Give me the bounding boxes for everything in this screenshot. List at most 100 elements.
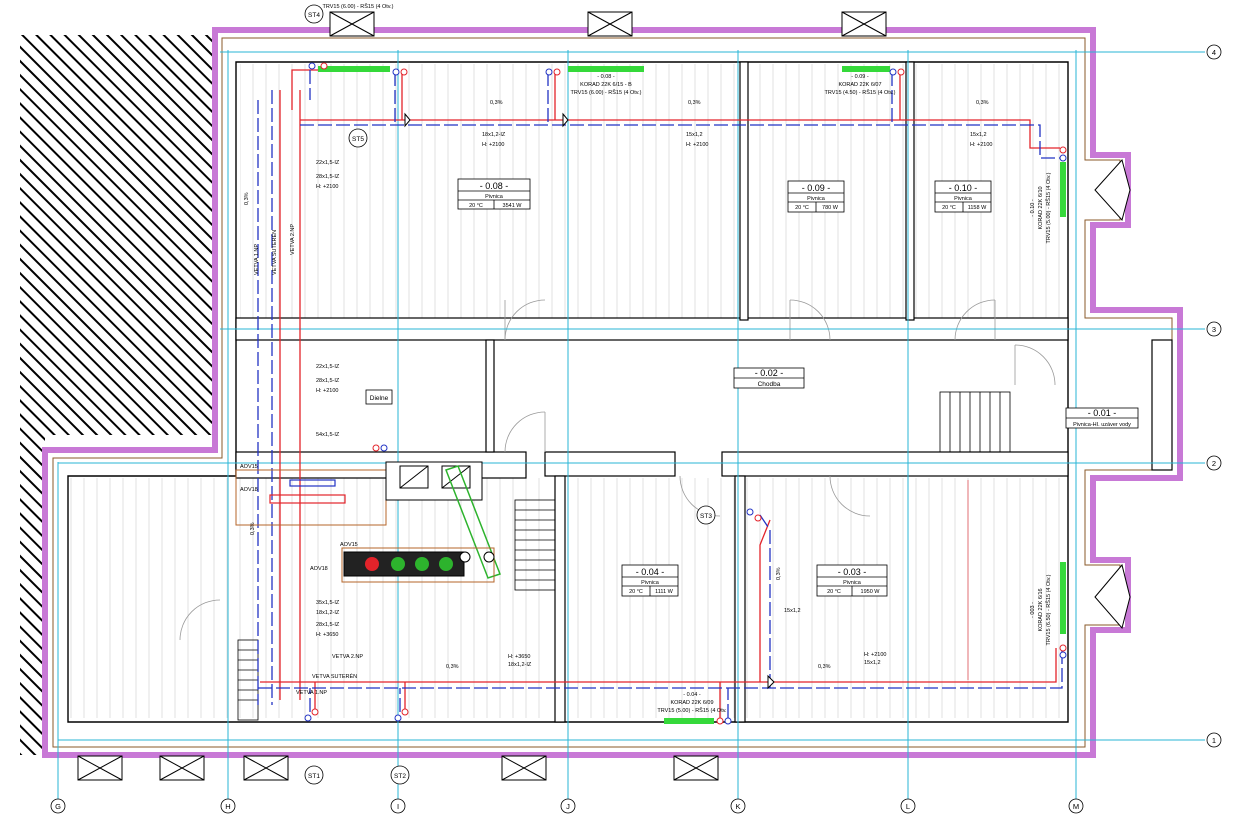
room-code-0-08: - 0.08 - [480,181,509,191]
pipe-height-c: H: +2100 [970,142,992,148]
slope-label-a: 0,3% [490,100,503,106]
radiator-code-0-08: - 0.08 - [597,74,615,80]
room-load-0-03: 1950 W [861,589,881,595]
radiator-code-0-04: - 0.04 - [683,692,701,698]
room-name-0-01: Pivnica-HI. uzáver vody [1073,422,1131,428]
slope-vertical-b: 0,3% [250,522,256,535]
pipe-label-18x1-2-iz: 18x1,2-IZ [482,132,506,138]
pipe-label-15x1-2-c: 15x1,2 [864,660,881,666]
room-name-0-03: Pivnica [843,580,862,586]
fitting-aov15-a: AOV15 [240,464,258,470]
pipe-label-22x1-5-a: 22x1,5-IZ [316,160,340,166]
slope-vertical-c: 0,3% [776,567,782,580]
pipe-label-22x1-5-b: 22x1,5-IZ [316,364,340,370]
branch-label-2np: VETVA 2.NP [332,654,363,660]
room-temp-0-08: 20 °C [469,203,483,209]
room-name-0-08: Pivnica [485,194,504,200]
room-code-0-10: - 0.10 - [949,183,978,193]
axis-label-2: 2 [1212,459,1216,468]
radiator-code-0-09: - 0.09 - [851,74,869,80]
room-code-0-09: - 0.09 - [802,183,831,193]
room-name-0-10: Pivnica [954,196,973,202]
slope-label-e: 0,3% [818,664,831,670]
staircase [237,391,1011,721]
axis-label-k: K [735,802,740,811]
grid-bubble-labels: G H I J K L M 1 2 3 4 [55,48,1216,811]
stairs-label: Dielne [370,395,389,402]
room-code-0-03: - 0.03 - [838,567,867,577]
room-temp-0-03: 20 °C [827,589,841,595]
axis-label-l: L [906,802,910,811]
room-code-0-02: - 0.02 - [755,368,784,378]
radiator-valve-0-08: TRV15 (6.00) - RŠ15 (4 Otv.) [570,89,641,96]
room-name-0-09: Pivnica [807,196,826,202]
radiator-0-09 [842,66,890,72]
pipe-label-15x1-2-a: 15x1,2 [686,132,703,138]
axis-label-m: M [1073,802,1079,811]
pipe-label-35x1-5: 35x1,5-IZ [316,600,340,606]
room-load-0-04: 1111 W [655,589,674,595]
radiator-valve-0-10: TRV15 (5.00) - RŠ15 (4 Otv.) [1045,172,1052,243]
axis-label-4: 4 [1212,48,1216,57]
interior-walls [235,61,1173,723]
radiator-valve-0-04: TRV15 (5.00) - RŠ15 (4 Otv. [657,707,727,714]
pipe-height-a: H: +2100 [482,142,504,148]
room-load-0-10: 1158 W [968,205,987,211]
room-temp-0-10: 20 °C [942,205,956,211]
room-load-0-08: 3541 W [503,203,523,209]
radiator-valve-0-08-top: TRV15 (6.00) - RŠ15 (4 Otv.) [322,3,393,10]
pipe-connections [304,62,1067,725]
hatched-wall [20,35,215,755]
axis-label-j: J [566,802,570,811]
branch-vertical-2np: VETVA 2.NP [290,224,296,255]
branch-vertical-suteren: VETVA SUTERÉN [271,230,278,275]
riser-st1: ST1 [308,773,320,780]
axis-label-i: I [397,802,399,811]
slope-label-b: 0,3% [688,100,701,106]
grid-lines [57,50,1205,800]
room-temp-0-09: 20 °C [795,205,809,211]
room-tags [365,178,1139,597]
fitting-aov18-b: AOV18 [310,566,328,572]
radiator-0-03 [1060,562,1066,634]
axis-label-h: H [225,802,230,811]
pipe-label-28x1-5-b: 28x1,5-IZ [316,378,340,384]
pipe-label-28x1-5-a: 28x1,5-IZ [316,174,340,180]
riser-st5: ST5 [352,136,364,143]
riser-bubbles [304,4,716,785]
room-tag-texts: - 0.08 - Pivnica 20 °C 3541 W - 0.09 - P… [370,181,1131,595]
axis-label-3: 3 [1212,325,1216,334]
radiator-valve-0-03: TRV15 (6.50) - RŠ15 (4 Otv.) [1045,574,1052,645]
window-wells [77,11,1131,781]
room-code-0-01: - 0.01 - [1088,408,1117,418]
supply-pipes [260,69,1060,718]
radiator-annotations: TRV15 (6.00) - RŠ15 (4 Otv.) - 0.08 - KO… [322,3,1052,714]
radiator-type-0-03: KORAD 22K 6/16 [1038,588,1044,631]
pipe-label-54x1-5: 54x1,5-IZ [316,432,340,438]
axis-label-g: G [55,802,61,811]
radiator-valve-0-09: TRV15 (4.50) - RŠ15 (4 Otv.) [824,89,895,96]
grid-bubbles [50,44,1222,814]
radiator-type-0-08: KORAD 22K 6/15 - B [580,82,632,88]
branch-label-suteren: VETVA SUTERÉN [312,673,357,680]
pipe-height-b: H: +2100 [686,142,708,148]
radiators [318,66,1066,724]
radiator-0-10 [1060,162,1066,217]
vertical-branch-labels: VETVA 1.NP VETVA SUTERÉN VETVA 2.NP 0,3%… [244,192,782,580]
fitting-aov15-b: AOV15 [340,542,358,548]
radiator-type-0-04: KORAD 22K 6/09 [670,700,713,706]
door-swings [179,299,1056,641]
pipe-label-28x1-5-c: 28x1,5-IZ [316,622,340,628]
radiator-code-0-10: - 0.10 - [1030,199,1036,217]
radiator-0-04 [664,718,714,724]
riser-labels: ST4 ST5 ST3 ST1 ST2 [308,12,712,780]
fitting-aov18-a: AOV18 [240,487,258,493]
boiler-equipment [235,461,501,583]
pipe-label-15x1-2-b: 15x1,2 [970,132,987,138]
branch-label-1np: VETVA 1.NP [296,690,327,696]
pipe-label-18x1-2-c: 18x1,2-IZ [508,662,532,668]
room-temp-0-04: 20 °C [629,589,643,595]
room-load-0-09: 780 W [822,205,839,211]
pipe-height-e: H: +2100 [316,388,338,394]
